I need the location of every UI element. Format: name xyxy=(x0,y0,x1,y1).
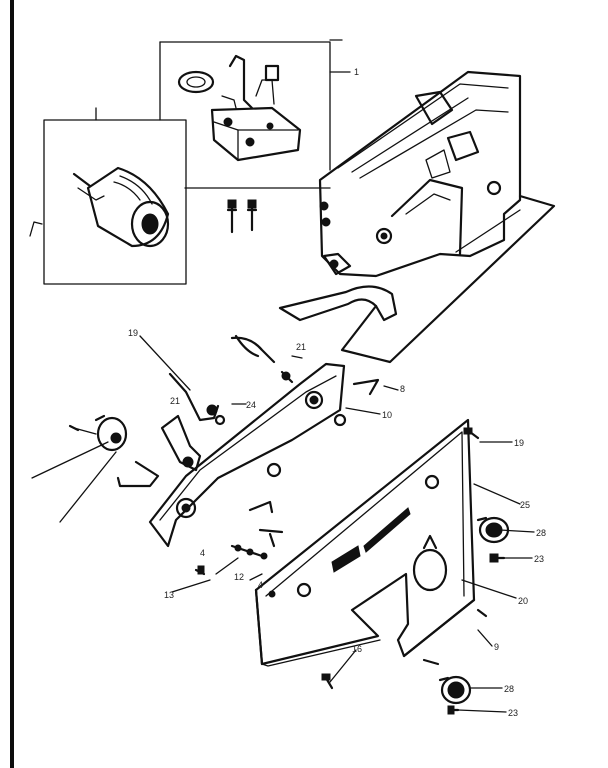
callout-23-lower: 23 xyxy=(508,708,518,718)
leader-lines xyxy=(139,335,535,713)
callout-25: 25 xyxy=(520,500,530,510)
callout-4-left: 4 xyxy=(200,548,205,558)
small-hardware xyxy=(194,370,380,576)
callout-12: 12 xyxy=(234,572,244,582)
callout-23-upper: 23 xyxy=(534,554,544,564)
ring-gasket xyxy=(177,70,215,94)
callout-20: 20 xyxy=(518,596,528,606)
callout-24: 24 xyxy=(246,400,256,410)
callout-13: 13 xyxy=(164,590,174,600)
callout-21-plate: 21 xyxy=(296,342,306,352)
callout-28-upper: 28 xyxy=(536,528,546,538)
callout-1: 1 xyxy=(354,67,359,77)
callout-10: 10 xyxy=(382,410,392,420)
front-cover-plate xyxy=(254,418,476,667)
callout-19: 19 xyxy=(128,328,138,338)
motor-screws xyxy=(226,199,258,234)
inset-motor xyxy=(43,119,187,285)
lever-arms xyxy=(116,334,276,488)
spring-bracket xyxy=(278,285,398,322)
callout-21-lever: 21 xyxy=(170,396,180,406)
screw-cover-side xyxy=(476,608,488,618)
nameplate xyxy=(331,545,361,573)
switch-block xyxy=(210,106,302,162)
control-knob-lower xyxy=(438,675,472,705)
callout-4-right: 4 xyxy=(258,580,263,590)
mechanism-plate xyxy=(148,362,347,548)
motor-body xyxy=(86,166,170,248)
callout-16: 16 xyxy=(352,644,362,654)
inset-switch-assembly xyxy=(159,41,331,189)
callout-19-right: 19 xyxy=(514,438,524,448)
callout-28-lower: 28 xyxy=(504,684,514,694)
callout-8: 8 xyxy=(400,384,405,394)
machine-base-casting xyxy=(318,70,556,364)
idler-pulley xyxy=(68,414,128,452)
mount-bracket xyxy=(29,221,43,237)
cover-opening xyxy=(412,548,448,592)
callout-9: 9 xyxy=(494,642,499,652)
